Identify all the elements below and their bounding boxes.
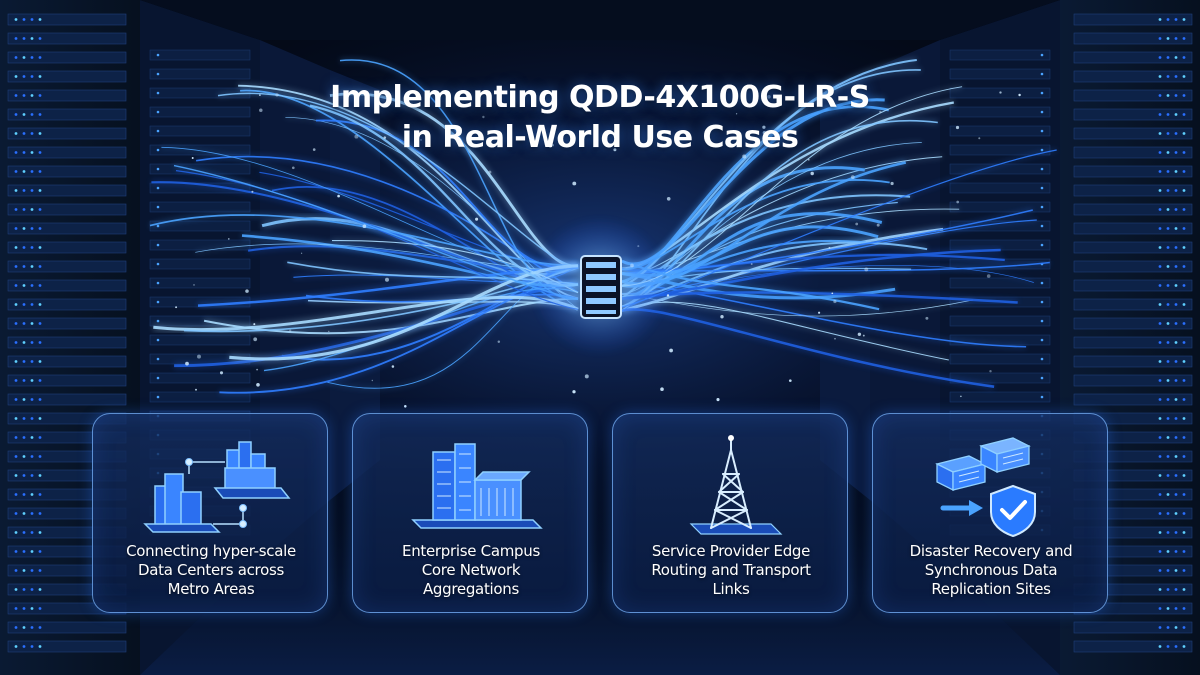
- use-case-card-datacenters: Connecting hyper-scale Data Centers acro…: [92, 413, 328, 613]
- use-case-label-line: Metro Areas: [167, 580, 255, 598]
- use-case-label: Enterprise Campus Core Network Aggregati…: [363, 542, 579, 599]
- use-case-label-line: Enterprise Campus: [402, 542, 540, 560]
- use-case-label-line: Synchronous Data: [924, 561, 1058, 579]
- use-case-card-disaster-recovery: Disaster Recovery and Synchronous Data R…: [872, 413, 1108, 613]
- use-case-label-line: Routing and Transport: [651, 561, 811, 579]
- campus-buildings-icon: [411, 443, 543, 529]
- use-case-cards: Connecting hyper-scale Data Centers acro…: [92, 413, 1108, 613]
- transceiver-module: [530, 216, 670, 356]
- transmission-tower-icon: [689, 435, 783, 535]
- city-datacenter-icon: [143, 441, 291, 533]
- use-case-label-line: Core Network: [421, 561, 521, 579]
- disaster-recovery-shield-icon: [935, 437, 1036, 538]
- use-case-label-line: Aggregations: [422, 580, 520, 598]
- use-case-label-line: Replication Sites: [931, 580, 1051, 598]
- title-line-2: in Real-World Use Cases: [401, 120, 799, 155]
- use-case-card-service-provider: Service Provider Edge Routing and Transp…: [612, 413, 848, 613]
- use-case-card-enterprise-campus: Enterprise Campus Core Network Aggregati…: [352, 413, 588, 613]
- use-case-label-line: Connecting hyper-scale: [126, 542, 296, 560]
- use-case-label: Disaster Recovery and Synchronous Data R…: [883, 542, 1099, 599]
- use-case-label-line: Links: [712, 580, 750, 598]
- page-title: Implementing QDD-4X100G-LR-S in Real-Wor…: [0, 78, 1200, 158]
- title-line-1: Implementing QDD-4X100G-LR-S: [330, 80, 870, 115]
- use-case-label-line: Data Centers across: [137, 561, 285, 579]
- use-case-label: Service Provider Edge Routing and Transp…: [623, 542, 839, 599]
- use-case-label-line: Service Provider Edge: [651, 542, 811, 560]
- use-case-label: Connecting hyper-scale Data Centers acro…: [103, 542, 319, 599]
- use-case-label-line: Disaster Recovery and: [909, 542, 1073, 560]
